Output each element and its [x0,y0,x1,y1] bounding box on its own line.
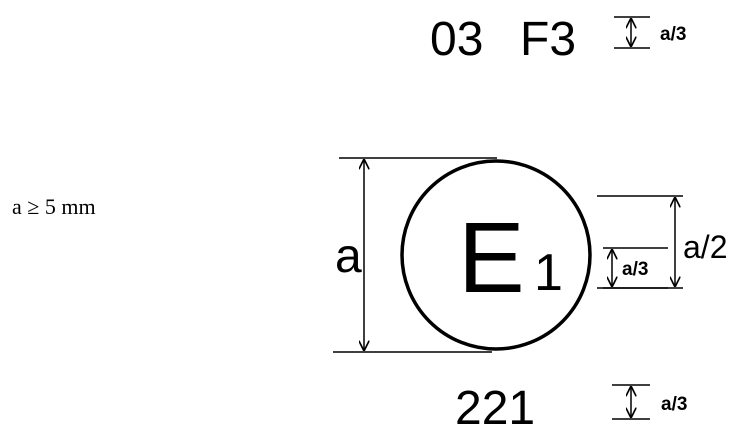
mark-letter: E [458,202,525,314]
bottom-height-label: a/3 [661,394,687,415]
circle-diameter-label: a [335,230,362,283]
approval-number: 03 [430,13,483,66]
digit-height-label: a/3 [622,259,648,280]
country-code: 1 [534,244,563,302]
circle-outline [400,159,592,351]
bottom-height-dimension [612,384,650,420]
circle-diameter-dimension [333,157,497,353]
letter-height-label: a/2 [683,229,727,265]
digit-height-dimension [603,247,668,289]
top-height-dimension [614,16,650,49]
top-height-label: a/3 [660,24,686,45]
symbol-label: F3 [520,13,576,66]
bottom-number: 221 [455,382,535,428]
size-constraint-text: a ≥ 5 mm [12,194,96,219]
